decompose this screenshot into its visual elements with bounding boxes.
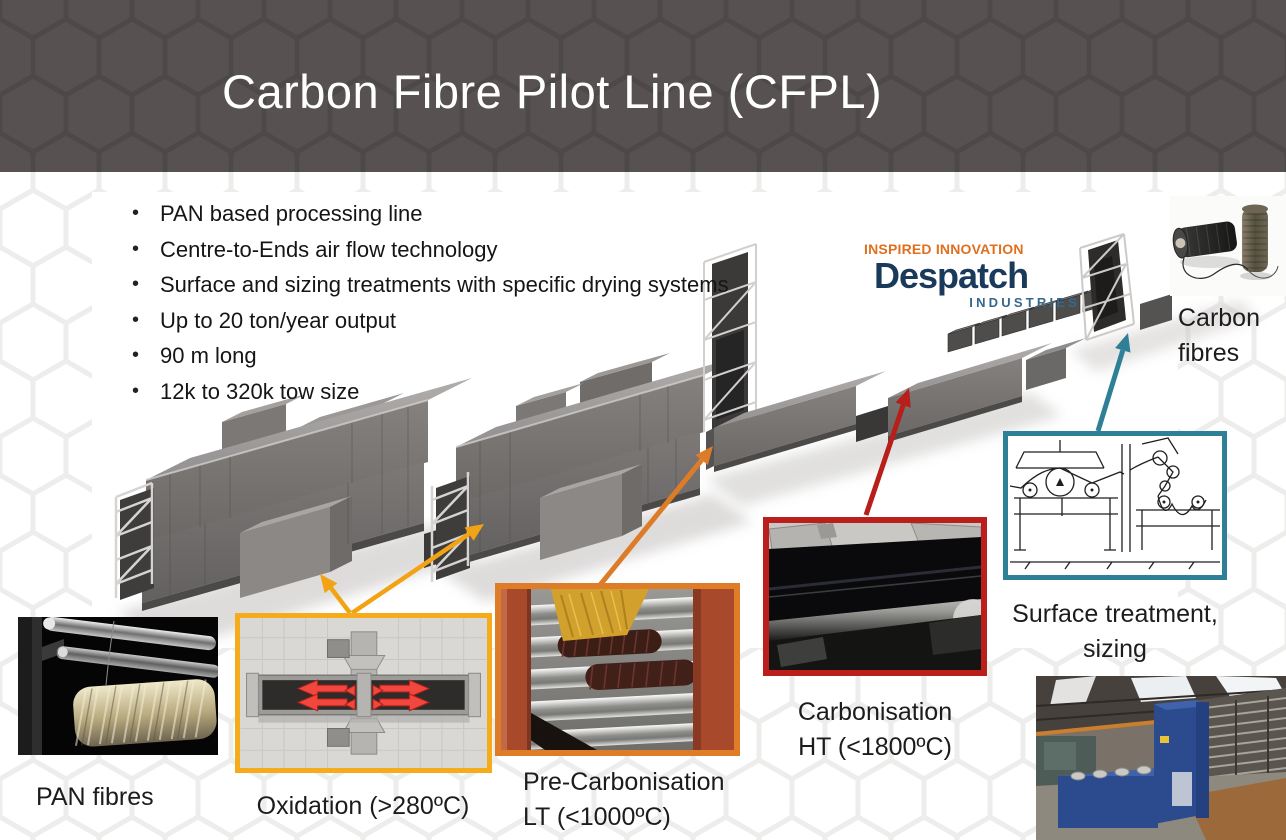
feature-bullet-list: PAN based processing line Centre-to-Ends… [130, 196, 890, 409]
factory-hall-illustration [1036, 676, 1286, 840]
oxidation-schematic-box [235, 613, 492, 773]
bullet-item: Centre-to-Ends air flow technology [130, 232, 890, 268]
factory-hall-photo [1036, 676, 1286, 840]
carbon-fibres-illustration [1170, 196, 1286, 296]
pre-carbonisation-illustration [501, 589, 734, 750]
logo-company-name: Despatch [874, 255, 1029, 296]
oxidation-label: Oxidation (>280ºC) [256, 792, 470, 820]
surface-treatment-label: Surface treatment, sizing [1012, 600, 1218, 663]
header-band: Carbon Fibre Pilot Line (CFPL) [0, 0, 1286, 172]
surface-treatment-line-drawing [1008, 436, 1222, 575]
pan-fibres-label: PAN fibres [36, 783, 154, 811]
pre-carbonisation-label: Pre-Carbonisation LT (<1000ºC) [523, 768, 725, 831]
bullet-item: Surface and sizing treatments with speci… [130, 267, 890, 303]
carbonisation-photo-box [763, 517, 987, 676]
pan-fibres-photo [18, 617, 218, 755]
carbon-fibres-label: Carbon fibres [1178, 304, 1260, 367]
pan-spool [73, 679, 217, 747]
despatch-logo: INSPIRED INNOVATION Despatch INDUSTRIES [864, 242, 1080, 309]
bullet-item: Up to 20 ton/year output [130, 303, 890, 339]
bullet-item: PAN based processing line [130, 196, 890, 232]
carbonisation-illustration [769, 523, 981, 670]
pre-carbonisation-photo-box [495, 583, 740, 756]
carbonisation-label: Carbonisation HT (<1800ºC) [797, 698, 953, 761]
blue-machine [1058, 700, 1209, 828]
logo-division: INDUSTRIES [969, 295, 1080, 310]
airflow-arrows [296, 679, 431, 712]
pan-fibres-illustration [18, 617, 218, 755]
surface-treatment-drawing-box [1003, 431, 1227, 580]
header-honeycomb-pattern [0, 0, 1286, 172]
slide-title: Carbon Fibre Pilot Line (CFPL) [222, 65, 883, 118]
oxidation-airflow-schematic [240, 618, 487, 768]
bullet-item: 12k to 320k tow size [130, 374, 890, 410]
carbon-fibres-photo [1170, 196, 1286, 296]
bullet-item: 90 m long [130, 338, 890, 374]
logo-tagline: INSPIRED INNOVATION [864, 241, 1024, 257]
